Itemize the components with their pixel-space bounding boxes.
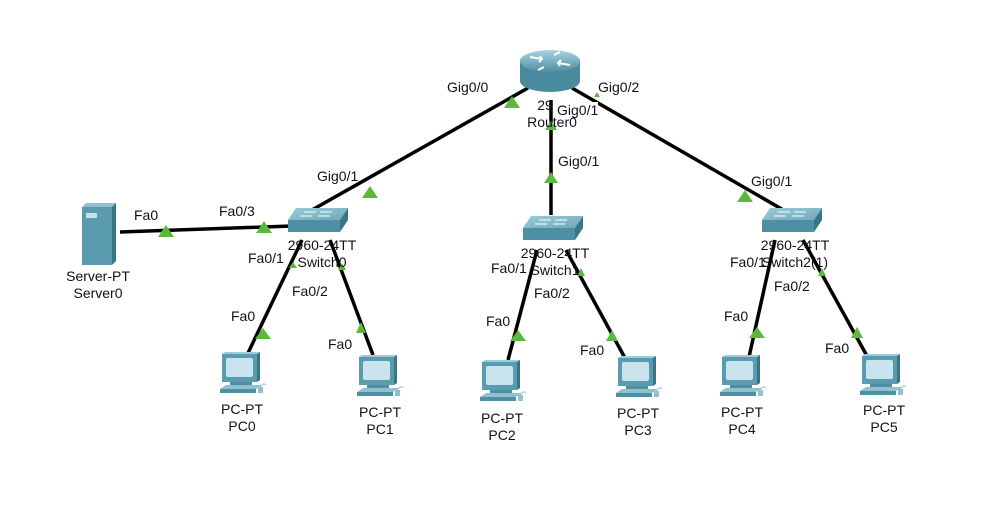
- port-label-server-fa0: Fa0: [134, 207, 159, 223]
- port-label-pc2-fa0: Fa0: [486, 313, 511, 329]
- link-up-indicator: [818, 268, 826, 276]
- port-label-router-gig0-2: Gig0/2: [598, 79, 640, 95]
- switch2-label: 2960-24TT Switch2(1): [761, 237, 829, 271]
- port-label-router-gig0-0: Gig0/0: [447, 79, 489, 95]
- pc1-model: PC-PT: [359, 404, 401, 420]
- switch2-name: Switch2(1): [761, 254, 829, 270]
- link-up-indicator: [338, 263, 346, 270]
- pc2-model: PC-PT: [481, 410, 523, 426]
- pc5-model: PC-PT: [863, 402, 905, 418]
- link-up-indicator: [594, 92, 600, 97]
- link-router-switch2[interactable]: [571, 86, 793, 217]
- switch0-name: Switch0: [297, 254, 347, 270]
- switch2-model: 2960-24TT: [760, 237, 830, 253]
- port-label-switch2-fa0-2: Fa0/2: [774, 278, 810, 294]
- pcs: [220, 352, 907, 401]
- server-icon[interactable]: [82, 203, 116, 265]
- port-label-pc5-fa0: Fa0: [825, 340, 850, 356]
- port-label-pc0-fa0: Fa0: [231, 308, 256, 324]
- link-up-indicator: [577, 268, 585, 276]
- port-label-pc4-fa0: Fa0: [724, 308, 749, 324]
- link-up-indicator: [606, 330, 618, 341]
- switch0-label: 2960-24TT Switch0: [288, 237, 356, 271]
- pc3-name: PC3: [624, 422, 652, 438]
- pc1-icon[interactable]: [357, 355, 404, 396]
- link-switch1-pc2[interactable]: [506, 249, 539, 361]
- server-model: Server-PT: [66, 268, 130, 284]
- pc3-model: PC-PT: [617, 405, 659, 421]
- router-name: Router0: [527, 114, 577, 130]
- server-label: Server-PT Server0: [66, 268, 130, 302]
- pc2-label: PC-PT PC2: [481, 410, 523, 444]
- switch1-icon[interactable]: [523, 216, 583, 240]
- router-label: 29 Router0: [527, 97, 577, 131]
- port-label-switch0-gig0-1: Gig0/1: [317, 168, 359, 184]
- pc4-name: PC4: [728, 421, 756, 437]
- pc3-icon[interactable]: [616, 356, 663, 397]
- port-label-switch1-fa0-1: Fa0/1: [491, 260, 527, 276]
- link-up-indicator: [289, 262, 297, 268]
- pc0-label: PC-PT PC0: [221, 401, 263, 435]
- pc0-icon[interactable]: [220, 352, 267, 393]
- switch1-model: 2960-24TT: [520, 245, 590, 261]
- link-up-indicator: [851, 327, 863, 338]
- pc5-label: PC-PT PC5: [863, 402, 905, 436]
- link-up-indicator: [504, 96, 520, 108]
- port-label-router-gig0-1: Gig0/1: [557, 102, 599, 118]
- pc5-name: PC5: [870, 419, 898, 435]
- pc3-label: PC-PT PC3: [617, 405, 659, 439]
- port-label-switch2-fa0-1: Fa0/1: [730, 254, 766, 270]
- link-up-indicator: [362, 186, 378, 198]
- link-status-indicators: [158, 92, 863, 341]
- switch1-name: Switch1: [530, 262, 580, 278]
- link-up-indicator: [255, 328, 271, 339]
- port-label-pc3-fa0: Fa0: [580, 342, 605, 358]
- link-switch0-pc0[interactable]: [246, 239, 304, 354]
- switch2-icon[interactable]: [762, 208, 822, 232]
- pc5-icon[interactable]: [860, 354, 907, 395]
- pc1-label: PC-PT PC1: [359, 404, 401, 438]
- port-label-switch0-fa0-3: Fa0/3: [219, 203, 255, 219]
- pc0-model: PC-PT: [221, 401, 263, 417]
- link-switch0-pc1[interactable]: [328, 239, 375, 356]
- port-label-switch0-fa0-2: Fa0/2: [292, 283, 328, 299]
- switch0-icon[interactable]: [288, 208, 348, 232]
- switch1-label: 2960-24TT Switch1: [521, 245, 589, 279]
- port-label-switch1-gig0-1: Gig0/1: [558, 153, 600, 169]
- link-up-indicator: [544, 172, 558, 183]
- pc1-name: PC1: [366, 421, 394, 437]
- link-up-indicator: [545, 120, 557, 130]
- port-label-pc1-fa0: Fa0: [328, 336, 353, 352]
- pc4-icon[interactable]: [720, 355, 767, 396]
- link-up-indicator: [356, 322, 366, 333]
- pc2-icon[interactable]: [480, 360, 527, 401]
- link-up-indicator: [749, 327, 765, 338]
- pc4-label: PC-PT PC4: [721, 404, 763, 438]
- pc0-name: PC0: [228, 418, 256, 434]
- port-label-switch0-fa0-1: Fa0/1: [248, 250, 284, 266]
- switch0-model: 2960-24TT: [287, 237, 357, 253]
- port-label-switch2-gig0-1: Gig0/1: [751, 173, 793, 189]
- link-router-switch0[interactable]: [295, 86, 529, 221]
- router-icon[interactable]: [520, 50, 580, 92]
- link-up-indicator: [510, 330, 526, 341]
- port-label-switch1-fa0-2: Fa0/2: [534, 285, 570, 301]
- router-model: 29: [537, 97, 553, 113]
- server-name: Server0: [73, 285, 123, 301]
- link-up-indicator: [737, 190, 753, 202]
- pc2-name: PC2: [488, 427, 516, 443]
- pc4-model: PC-PT: [721, 404, 763, 420]
- link-up-indicator: [158, 225, 174, 237]
- link-up-indicator: [256, 221, 272, 233]
